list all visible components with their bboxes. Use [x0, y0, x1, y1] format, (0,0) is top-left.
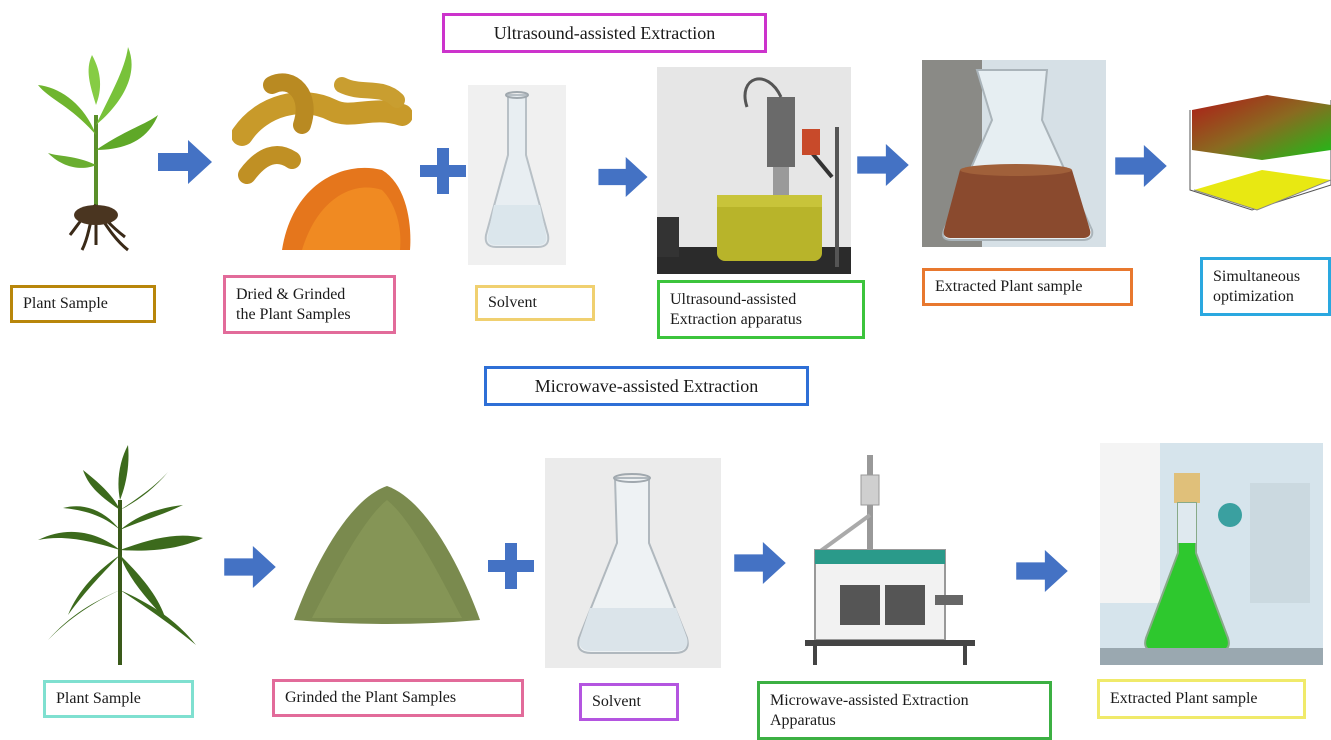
simultaneous-line-2: optimization	[1213, 287, 1294, 305]
arrow-right-icon	[734, 542, 786, 584]
microwave-apparatus-line-2: Apparatus	[770, 711, 836, 729]
arrow-right-icon	[158, 140, 212, 184]
dried-grinded-line-2: the Plant Samples	[236, 305, 351, 323]
plant-seedling-image	[30, 45, 160, 255]
green-extract-flask-image	[1100, 443, 1323, 665]
ultrasound-apparatus-line-2: Extraction apparatus	[670, 310, 802, 328]
solvent-flask-image-bottom	[545, 458, 721, 668]
microwave-title: Microwave-assisted Extraction	[484, 366, 809, 406]
microwave-apparatus-image	[795, 455, 985, 665]
solvent-label-top: Solvent	[475, 285, 595, 321]
arrow-right-icon	[224, 546, 276, 588]
solvent-label-bottom: Solvent	[579, 683, 679, 721]
extracted-sample-label-top: Extracted Plant sample	[922, 268, 1133, 306]
microwave-apparatus-label: Microwave-assisted Extraction Apparatus	[757, 681, 1052, 740]
plus-icon	[420, 148, 466, 194]
plant-sample-label-top: Plant Sample	[10, 285, 156, 323]
extracted-sample-beaker-image	[922, 60, 1106, 247]
simultaneous-line-1: Simultaneous	[1213, 267, 1301, 285]
arrow-right-icon	[1016, 550, 1068, 592]
ultrasound-apparatus-label: Ultrasound-assisted Extraction apparatus	[657, 280, 865, 339]
ultrasound-title: Ultrasound-assisted Extraction	[442, 13, 767, 53]
dried-grinded-line-1: Dried & Grinded	[236, 285, 346, 303]
response-surface-plot-image	[1172, 90, 1331, 235]
plant-sample-label-bottom: Plant Sample	[43, 680, 194, 718]
ultrasound-apparatus-image	[657, 67, 851, 274]
grinded-powder-image	[292, 480, 482, 625]
microwave-apparatus-line-1: Microwave-assisted Extraction	[770, 691, 969, 709]
arrow-right-icon	[598, 157, 648, 197]
simultaneous-optimization-label: Simultaneous optimization	[1200, 257, 1331, 316]
ultrasound-apparatus-line-1: Ultrasound-assisted	[670, 290, 797, 308]
arrow-right-icon	[1115, 145, 1167, 187]
cannabis-plant-image	[28, 440, 208, 665]
dried-grinded-label: Dried & Grinded the Plant Samples	[223, 275, 396, 334]
extracted-sample-label-bottom: Extracted Plant sample	[1097, 679, 1306, 719]
arrow-right-icon	[857, 144, 909, 186]
grinded-label-bottom: Grinded the Plant Samples	[272, 679, 524, 717]
plus-icon	[488, 543, 534, 589]
solvent-flask-image	[468, 85, 566, 265]
turmeric-image	[232, 65, 412, 255]
